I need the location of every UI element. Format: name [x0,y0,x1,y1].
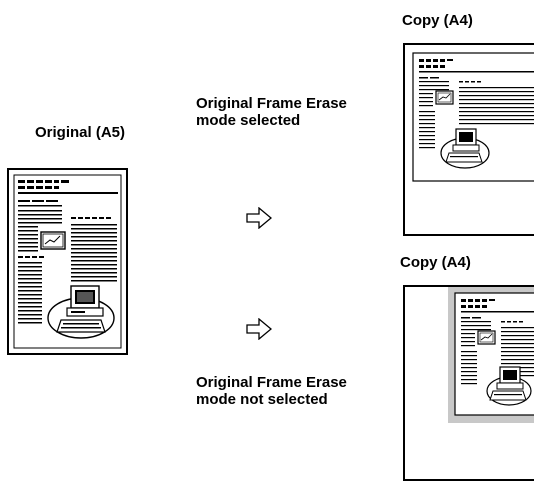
frame-erase-selected-line1: Original Frame Erase [196,95,347,112]
frame-erase-not-selected-line2: mode not selected [196,391,328,408]
original-document [7,168,128,355]
right-arrow-icon [246,207,272,229]
frame-erase-not-selected-line1: Original Frame Erase [196,374,347,391]
computer-icon [440,128,490,169]
line-chart-icon [477,330,496,345]
copy-top-label: Copy (A4) [402,12,473,29]
document-page-icon [13,174,122,349]
line-chart-icon [435,90,454,105]
document-page-icon [412,52,534,182]
line-chart-icon [40,231,66,250]
copy-bottom-label: Copy (A4) [400,254,471,271]
frame-erase-selected-label: Original Frame Erase mode selected [196,95,347,129]
copy-bottom-page [403,285,534,481]
computer-icon [47,285,115,339]
original-label: Original (A5) [35,124,126,141]
computer-icon [486,366,532,406]
right-arrow-icon [246,318,272,340]
copy-top-page [403,43,534,236]
frame-erase-selected-line2: mode selected [196,112,301,129]
document-page-icon [448,287,534,423]
frame-erase-not-selected-label: Original Frame Erase mode not selected [196,374,347,408]
